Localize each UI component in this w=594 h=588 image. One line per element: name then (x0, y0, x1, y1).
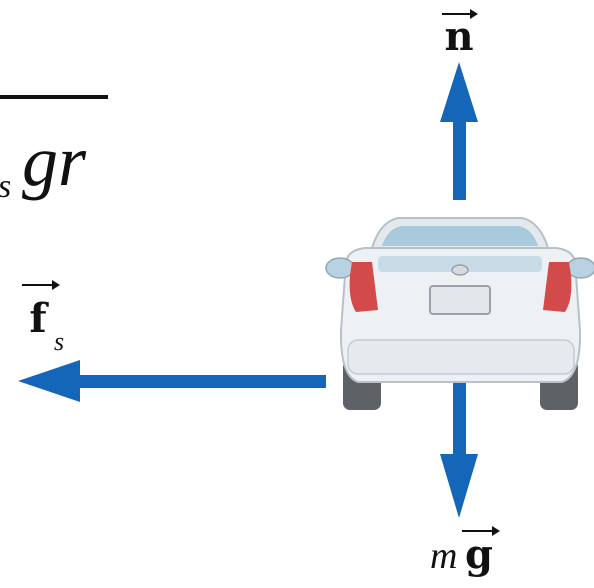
formula-gr: gr (22, 121, 87, 201)
friction-force-label: f s (22, 280, 64, 356)
formula-fragment: s gr (0, 95, 108, 205)
rear-window (382, 226, 538, 246)
rear-bumper (347, 339, 575, 375)
left-mirror (325, 257, 355, 279)
right-mirror (566, 257, 594, 279)
license-plate (429, 285, 491, 315)
vector-arrowhead-g (492, 526, 500, 536)
right-tail-light (543, 262, 572, 312)
vector-arrowhead-n (470, 9, 478, 19)
left-tail-light (349, 262, 378, 312)
svg-text:n: n (444, 13, 473, 60)
svg-text:m: m (430, 535, 457, 577)
car-rear-view-icon (325, 217, 594, 410)
svg-text:g: g (465, 531, 493, 578)
friction-force-arrow (18, 360, 326, 402)
weight-arrow (440, 382, 478, 518)
trunk-glass (378, 256, 542, 272)
formula-subscript-s: s (0, 168, 11, 205)
weight-label: m g (430, 526, 500, 578)
svg-text:s: s (54, 327, 64, 356)
normal-force-arrow (440, 62, 478, 200)
emblem (451, 264, 469, 276)
normal-force-label: n (442, 9, 478, 60)
svg-text:f: f (29, 295, 49, 342)
vector-arrowhead-f (52, 280, 60, 290)
